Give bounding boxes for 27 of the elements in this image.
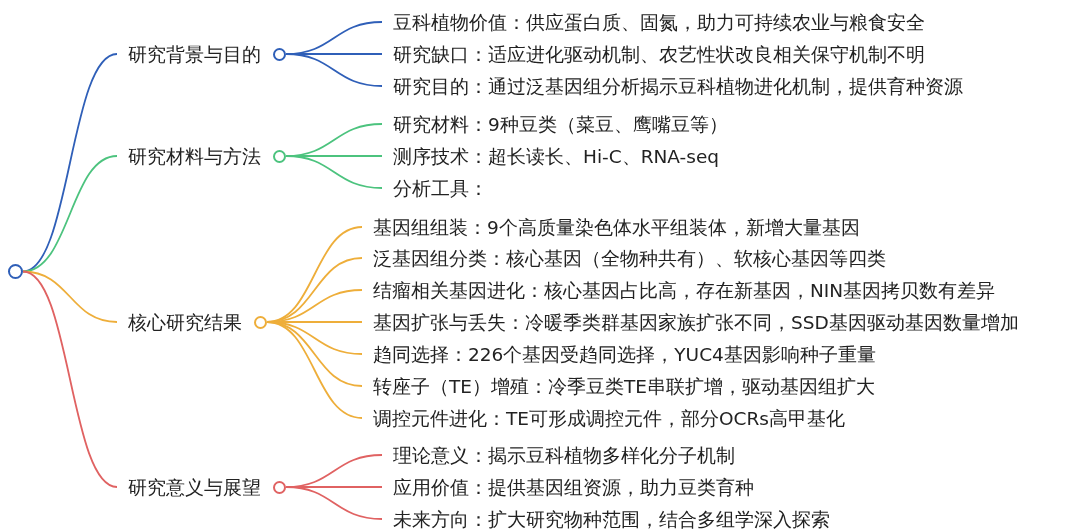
leaf-label: 转座子（TE）增殖：冷季豆类TE串联扩增，驱动基因组扩大 bbox=[373, 374, 875, 399]
leaf-label: 理论意义：揭示豆科植物多样化分子机制 bbox=[393, 443, 735, 468]
connector-line bbox=[285, 155, 383, 189]
root-circle bbox=[8, 264, 23, 279]
leaf-label: 趋同选择：226个基因受趋同选择，YUC4基因影响种子重量 bbox=[373, 342, 876, 367]
branch-label: 核心研究结果 bbox=[128, 310, 242, 335]
leaf-label: 基因扩张与丢失：冷暖季类群基因家族扩张不同，SSD基因驱动基因数量增加 bbox=[373, 310, 1019, 335]
leaf-label: 基因组组装：9个高质量染色体水平组装体，新增大量基因 bbox=[373, 215, 860, 240]
connector-line bbox=[285, 53, 383, 87]
branch-label: 研究意义与展望 bbox=[128, 475, 261, 500]
leaf-label: 研究材料：9种豆类（菜豆、鹰嘴豆等） bbox=[393, 112, 728, 137]
leaf-label: 泛基因组分类：核心基因（全物种共有）、软核心基因等四类 bbox=[373, 246, 886, 271]
leaf-label: 结瘤相关基因进化：核心基因占比高，存在新基因，NIN基因拷贝数有差异 bbox=[373, 278, 996, 303]
connector-line bbox=[22, 155, 118, 273]
leaf-label: 调控元件进化：TE可形成调控元件，部分OCRs高甲基化 bbox=[373, 406, 845, 431]
leaf-label: 测序技术：超长读长、Hi-C、RNA-seq bbox=[393, 144, 720, 169]
leaf-label: 研究目的：通过泛基因组分析揭示豆科植物进化机制，提供育种资源 bbox=[393, 74, 963, 99]
leaf-label: 应用价值：提供基因组资源，助力豆类育种 bbox=[393, 475, 754, 500]
leaf-label: 研究缺口：适应进化驱动机制、农艺性状改良相关保守机制不明 bbox=[393, 42, 925, 67]
connector-line bbox=[266, 321, 363, 419]
branch-label: 研究材料与方法 bbox=[128, 144, 261, 169]
connector-line bbox=[22, 270, 118, 488]
leaf-label: 分析工具： bbox=[393, 176, 488, 201]
branch-label: 研究背景与目的 bbox=[128, 42, 261, 67]
leaf-label: 豆科植物价值：供应蛋白质、固氮，助力可持续农业与粮食安全 bbox=[393, 10, 925, 35]
leaf-label: 未来方向：扩大研究物种范围，结合多组学深入探索 bbox=[393, 507, 830, 531]
connector-line bbox=[285, 486, 383, 520]
